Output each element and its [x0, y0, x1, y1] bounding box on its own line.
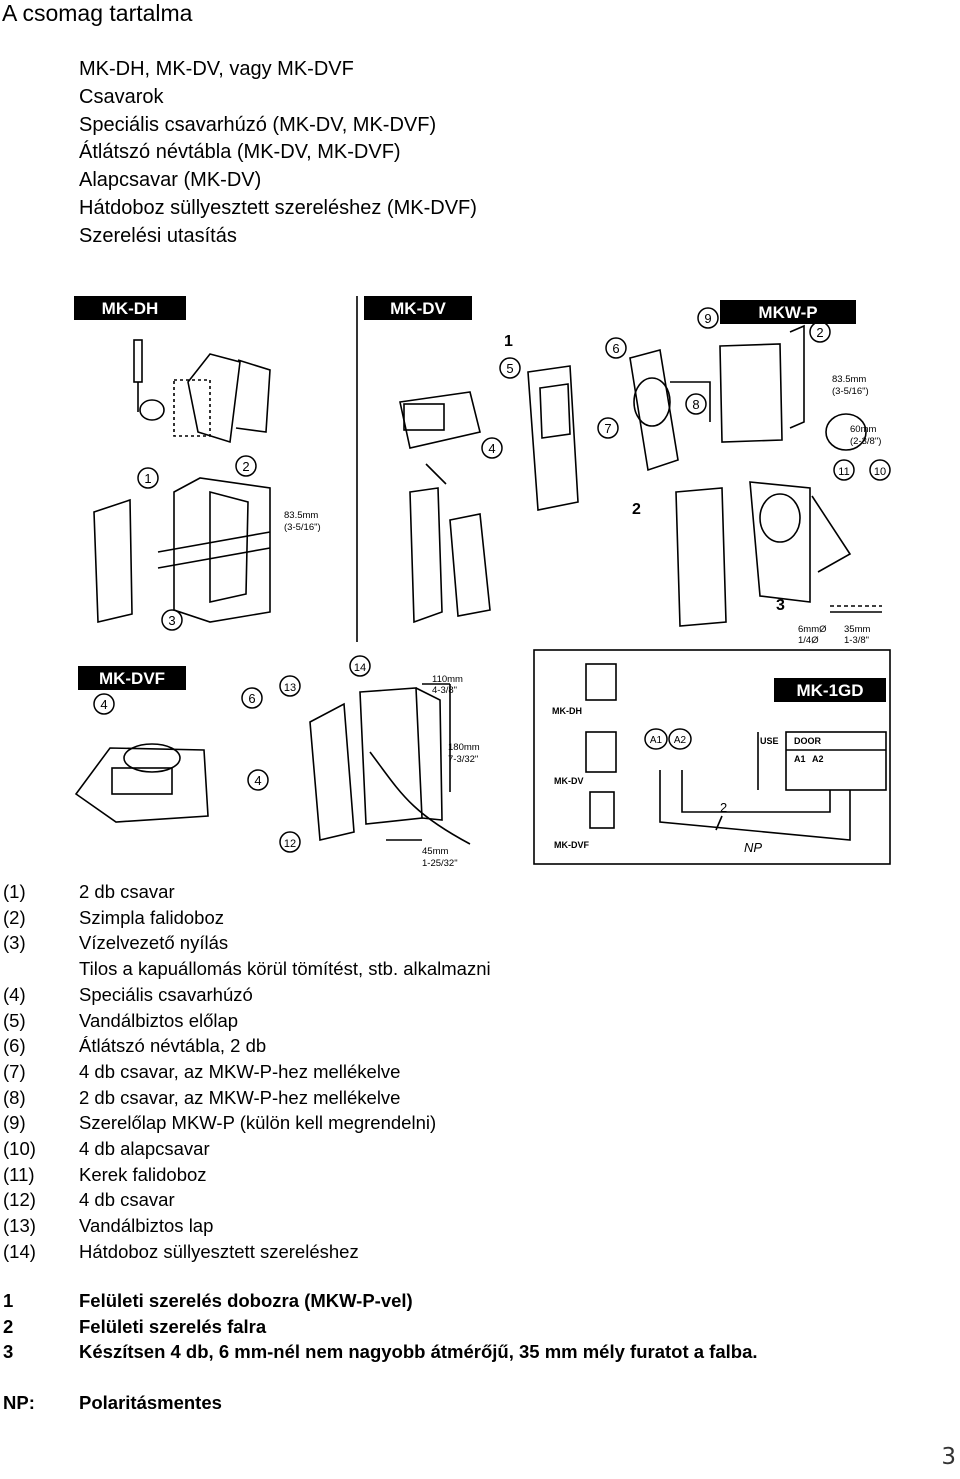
mk-dv-label: MK-DV — [390, 299, 446, 318]
callout-2b: 2 — [816, 325, 823, 340]
dim-label: 180mm — [448, 742, 480, 753]
callout-4b: 4 — [100, 697, 107, 712]
page-number: 3 — [941, 1444, 956, 1470]
contents-item: Csavarok — [79, 85, 164, 108]
terminal-a1: A1 — [650, 735, 663, 746]
door-label: DOOR — [794, 736, 822, 746]
step-3-label: 3 — [776, 597, 785, 614]
dim-label: 110mm — [432, 674, 463, 685]
dim-label: 4-3/8" — [432, 685, 457, 696]
mkw-p-label: MKW-P — [758, 303, 817, 322]
page-title: A csomag tartalma — [2, 0, 193, 26]
mkw-p-badge — [720, 300, 856, 324]
mk-dvf-label: MK-DVF — [99, 669, 165, 688]
wiring-unit-label: MK-DVF — [554, 840, 589, 850]
contents-item: Hátdoboz süllyesztett szereléshez (MK-DV… — [79, 196, 477, 219]
mk-dh-label: MK-DH — [102, 299, 159, 318]
dim-label: 83.5mm — [284, 510, 318, 521]
callout-5: 5 — [506, 361, 513, 376]
callout-6: 6 — [612, 341, 619, 356]
callout-2: 2 — [242, 459, 249, 474]
contents-item: MK-DH, MK-DV, vagy MK-DVF — [79, 58, 354, 80]
installation-diagram-svg: MK-DH MK-DV MKW-P MK-DVF MK-1GD 1 2 3 4 — [74, 296, 891, 869]
contents-item: Szerelési utasítás — [79, 224, 237, 247]
callout-4c: 4 — [254, 773, 261, 788]
callout-7: 7 — [604, 421, 611, 436]
dim-label: (3-5/16") — [284, 522, 321, 533]
callout-4: 4 — [488, 441, 495, 456]
dim-label: 6mmØ — [798, 624, 827, 635]
mk-dh-badge — [74, 296, 186, 320]
mk-dvf-badge — [78, 666, 186, 690]
wire-count-label: 2 — [720, 800, 727, 815]
mk-1gd-badge — [774, 678, 886, 702]
dim-label: 7-3/32" — [448, 754, 478, 765]
contents-item: Speciális csavarhúzó (MK-DV, MK-DVF) — [79, 113, 437, 136]
mk-dv-badge — [364, 296, 472, 320]
terminal-a2: A2 — [674, 735, 687, 746]
step-1-label: 1 — [504, 333, 513, 350]
callout-13: 13 — [284, 682, 296, 694]
wiring-unit-label: MK-DH — [552, 706, 582, 716]
dim-label: 60mm — [850, 424, 876, 435]
dim-label: 45mm — [422, 846, 448, 857]
np-label: NP — [744, 840, 762, 855]
wiring-unit-label: MK-DV — [554, 776, 584, 786]
dim-label: 1/4Ø — [798, 635, 819, 646]
callout-12: 12 — [284, 838, 296, 850]
dim-label: 83.5mm — [832, 374, 866, 385]
callout-14: 14 — [354, 662, 366, 674]
dim-label: 1-25/32" — [422, 858, 458, 869]
callout-6b: 6 — [248, 691, 255, 706]
dim-label: 1-3/8" — [844, 635, 869, 646]
callout-1: 1 — [144, 471, 151, 486]
door-terminal-label: A2 — [812, 754, 824, 764]
step-2-label: 2 — [632, 501, 641, 518]
contents-item: Átlátszó névtábla (MK-DV, MK-DVF) — [79, 141, 401, 164]
dim-label: 35mm — [844, 624, 870, 635]
callout-11: 11 — [838, 466, 849, 478]
installation-diagram: MK-DH MK-DV MKW-P MK-DVF MK-1GD 1 2 3 4 — [70, 292, 894, 872]
door-terminal-label: A1 — [794, 754, 806, 764]
dim-label: (3-5/16") — [832, 386, 869, 397]
callout-8: 8 — [692, 397, 699, 412]
callout-3: 3 — [168, 613, 175, 628]
package-contents-list: MK-DH, MK-DV, vagy MK-DVF Csavarok Speci… — [79, 56, 477, 251]
callout-9: 9 — [704, 311, 711, 326]
callout-10: 10 — [874, 466, 886, 478]
contents-item: Alapcsavar (MK-DV) — [79, 169, 262, 192]
mk-1gd-label: MK-1GD — [796, 681, 863, 700]
dim-label: (2-3/8") — [850, 436, 881, 447]
terminal-side-label: USE — [760, 736, 779, 746]
